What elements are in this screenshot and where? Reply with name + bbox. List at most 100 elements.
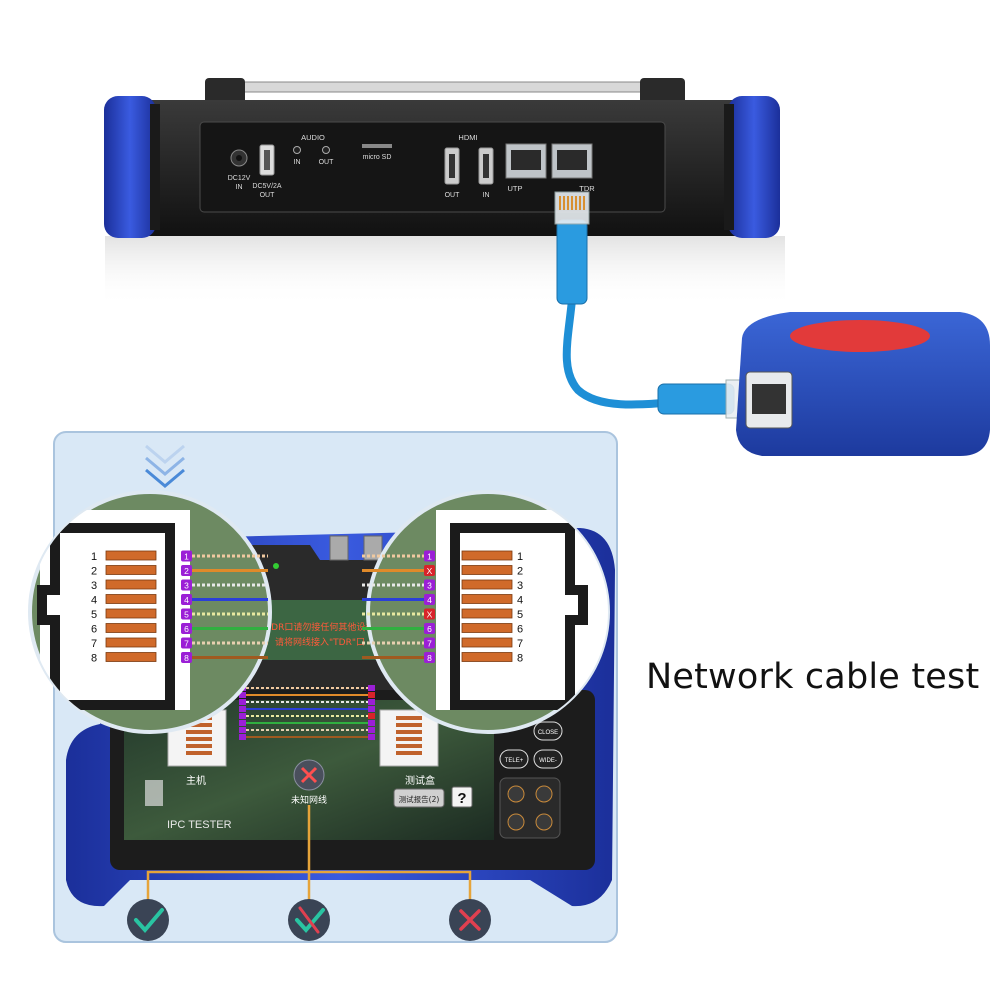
warning-text-1: TDR口请勿接任何其他设备: [265, 621, 375, 633]
host-label: 主机: [186, 774, 206, 787]
right-pin-badge-text: X: [427, 610, 433, 620]
left-pin-badge-text: 6: [184, 624, 189, 634]
audio-out-label: OUT: [319, 159, 335, 166]
cable-boot-right: [657, 383, 735, 415]
left-pin-badge: [181, 594, 192, 605]
left-pin-badge: [181, 579, 192, 591]
jack-right-pin-number: 6: [517, 624, 523, 636]
jack-left-pin: [105, 608, 157, 619]
close-button[interactable]: [533, 721, 563, 741]
mini-right-badge: [368, 727, 375, 733]
right-pin-badge: [424, 608, 435, 620]
unknown-cable-label: 未知网线: [291, 794, 327, 806]
jack-right-pin: [461, 594, 513, 604]
hdmi-out-label: OUT: [445, 192, 461, 199]
cable-boot-top: [556, 219, 588, 305]
right-pin-badge: [424, 594, 435, 605]
test-box-port-hole: [752, 384, 786, 414]
jack-left-pin-number: 7: [91, 638, 97, 650]
jack-left-pin-number: 5: [91, 609, 97, 621]
help-button-label: ?: [457, 790, 466, 807]
hdmi-in-label: IN: [483, 192, 490, 199]
left-pin-badge-text: 2: [184, 566, 189, 576]
jack-right-pin-number: 5: [517, 609, 523, 621]
bumper-right-edge: [724, 104, 734, 230]
jack-left-pin-number: 4: [91, 595, 97, 607]
jack-right-pin: [461, 608, 513, 619]
audio-out-jack-icon[interactable]: [322, 146, 330, 154]
test-box-label: [790, 320, 930, 352]
right-pin-badge-text: 7: [427, 639, 432, 649]
jack-left-pin: [105, 594, 157, 604]
wide-button[interactable]: [533, 749, 563, 769]
result-connector-lines: [146, 805, 472, 900]
dpad: [499, 777, 561, 839]
brand-label: IPC TESTER: [167, 819, 232, 831]
jack-left-pin-number: 6: [91, 624, 97, 636]
jack-left-pin: [105, 579, 157, 590]
mini-right-badge: [368, 713, 375, 719]
mini-left-badge: [239, 699, 246, 705]
help-button[interactable]: [451, 786, 473, 808]
dpad-button-1[interactable]: [507, 785, 525, 803]
cross-overlay-icon: [298, 906, 320, 934]
mini-left-badge: [239, 734, 246, 740]
bumper-left: [104, 96, 156, 238]
report-button[interactable]: [393, 788, 445, 808]
tele-button[interactable]: [499, 749, 529, 769]
right-pin-badge: [424, 637, 435, 649]
status-icon-fail: [449, 899, 491, 941]
dc-label-2: IN: [236, 184, 243, 191]
jack-right-pin-number: 2: [517, 566, 523, 578]
bumper-left-edge: [150, 104, 160, 230]
mini-left-badge: [239, 720, 246, 726]
micro-sd-slot-icon[interactable]: [362, 144, 392, 148]
tdr-label: TDR: [579, 184, 595, 193]
status-icon-crossed: [288, 899, 330, 941]
dpad-button-4[interactable]: [535, 813, 553, 831]
left-pin-badge: [181, 550, 192, 562]
cable-wire: [562, 296, 704, 409]
check-icon: [134, 908, 164, 934]
test-box-body: [736, 312, 990, 456]
hdmi-out-slot: [449, 154, 455, 178]
dpad-button-2[interactable]: [535, 785, 553, 803]
status-led-green: [273, 563, 279, 569]
right-pin-badge-text: 6: [427, 624, 432, 634]
jack-right-pin: [461, 652, 513, 662]
right-pin-badge: [424, 623, 435, 634]
dpad-button-3[interactable]: [507, 813, 525, 831]
jack-left-pin: [105, 652, 157, 662]
cross-icon: [459, 909, 481, 931]
right-pin-badge: [424, 550, 435, 562]
left-pin-badge-text: 7: [184, 639, 189, 649]
right-pin-badge-text: 4: [427, 595, 432, 605]
bnc-connector-right: [363, 535, 383, 561]
micro-sd-label: micro SD: [363, 154, 392, 161]
mini-left-badge: [239, 692, 246, 698]
right-pin-badge-text: X: [427, 566, 433, 576]
bumper-right: [728, 96, 780, 238]
jack-right-pin: [461, 623, 513, 633]
mini-left-badge: [239, 706, 246, 712]
mini-right-badge: [368, 720, 375, 726]
right-pin-badge: [424, 652, 435, 663]
close-button-label: CLOSE: [538, 730, 558, 736]
remote-test-box: [736, 312, 990, 456]
utp-port-hole: [511, 150, 541, 170]
audio-in-label: IN: [294, 159, 301, 166]
audio-in-jack-icon[interactable]: [293, 146, 301, 154]
audio-title: AUDIO: [301, 133, 325, 142]
mini-left-badge: [239, 727, 246, 733]
left-pin-badge: [181, 652, 192, 663]
jack-left-pin-number: 3: [91, 580, 97, 592]
handle-hinge-left: [205, 78, 245, 106]
report-button-label: 测试报告(2): [399, 794, 440, 804]
left-pin-badge: [181, 608, 192, 620]
device-reflection: [105, 236, 785, 306]
